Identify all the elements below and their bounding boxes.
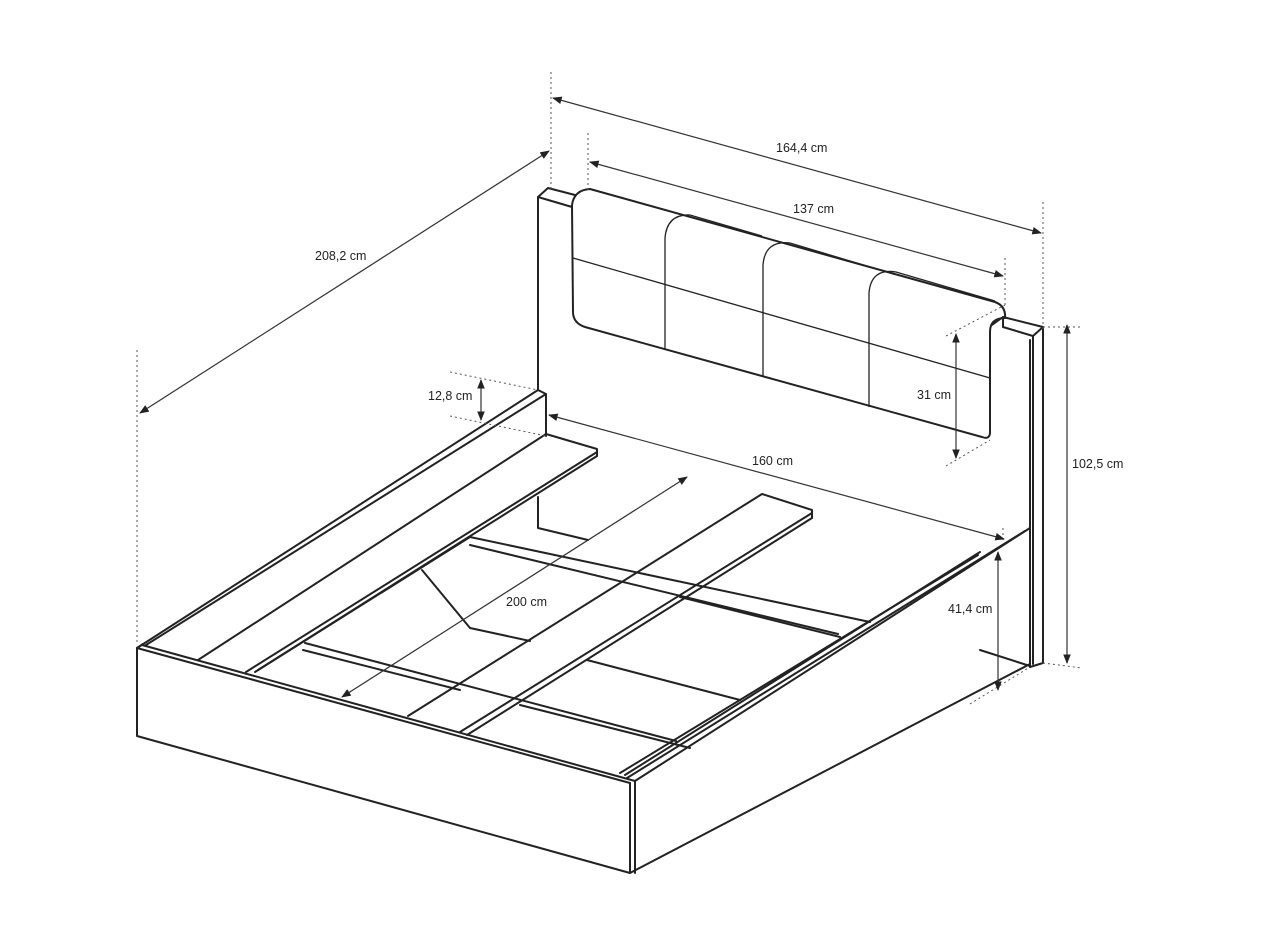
dimension-lines (136, 72, 1083, 705)
label-side-rail-height: 12,8 cm (428, 389, 472, 403)
dimension-labels: 164,4 cm 137 cm 208,2 cm 12,8 cm 31 cm 1… (315, 141, 1123, 616)
label-overall-length: 208,2 cm (315, 249, 366, 263)
label-overall-height: 102,5 cm (1072, 457, 1123, 471)
label-overall-width: 164,4 cm (776, 141, 827, 155)
bed-frame (136, 389, 1031, 874)
label-frame-height: 41,4 cm (948, 602, 992, 616)
label-inner-width: 160 cm (752, 454, 793, 468)
label-headboard-pad-height: 31 cm (917, 388, 951, 402)
label-inner-length: 200 cm (506, 595, 547, 609)
label-headboard-width: 137 cm (793, 202, 834, 216)
headboard (537, 187, 1044, 668)
